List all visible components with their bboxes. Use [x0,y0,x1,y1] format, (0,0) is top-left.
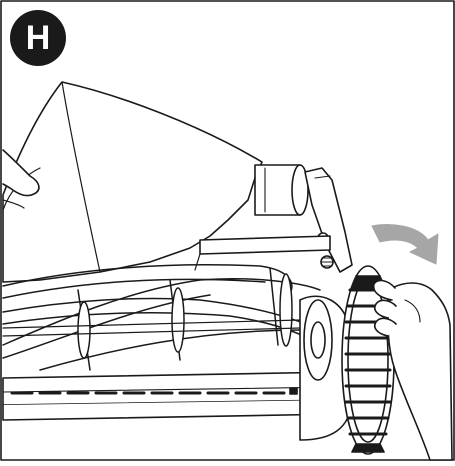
left-hand-icon [2,149,40,209]
rear-roller-icon [254,164,309,216]
cutting-reel-icon [2,264,321,371]
crossbar-icon [194,235,331,271]
step-letter-badge: H [10,10,66,66]
side-plate-icon [299,295,353,441]
grass-catcher-icon [2,81,263,283]
side-frame-icon [304,167,353,273]
right-hand-icon [372,279,453,461]
rotate-arrow-icon [371,224,439,265]
bed-knife-bar-icon [2,371,343,421]
